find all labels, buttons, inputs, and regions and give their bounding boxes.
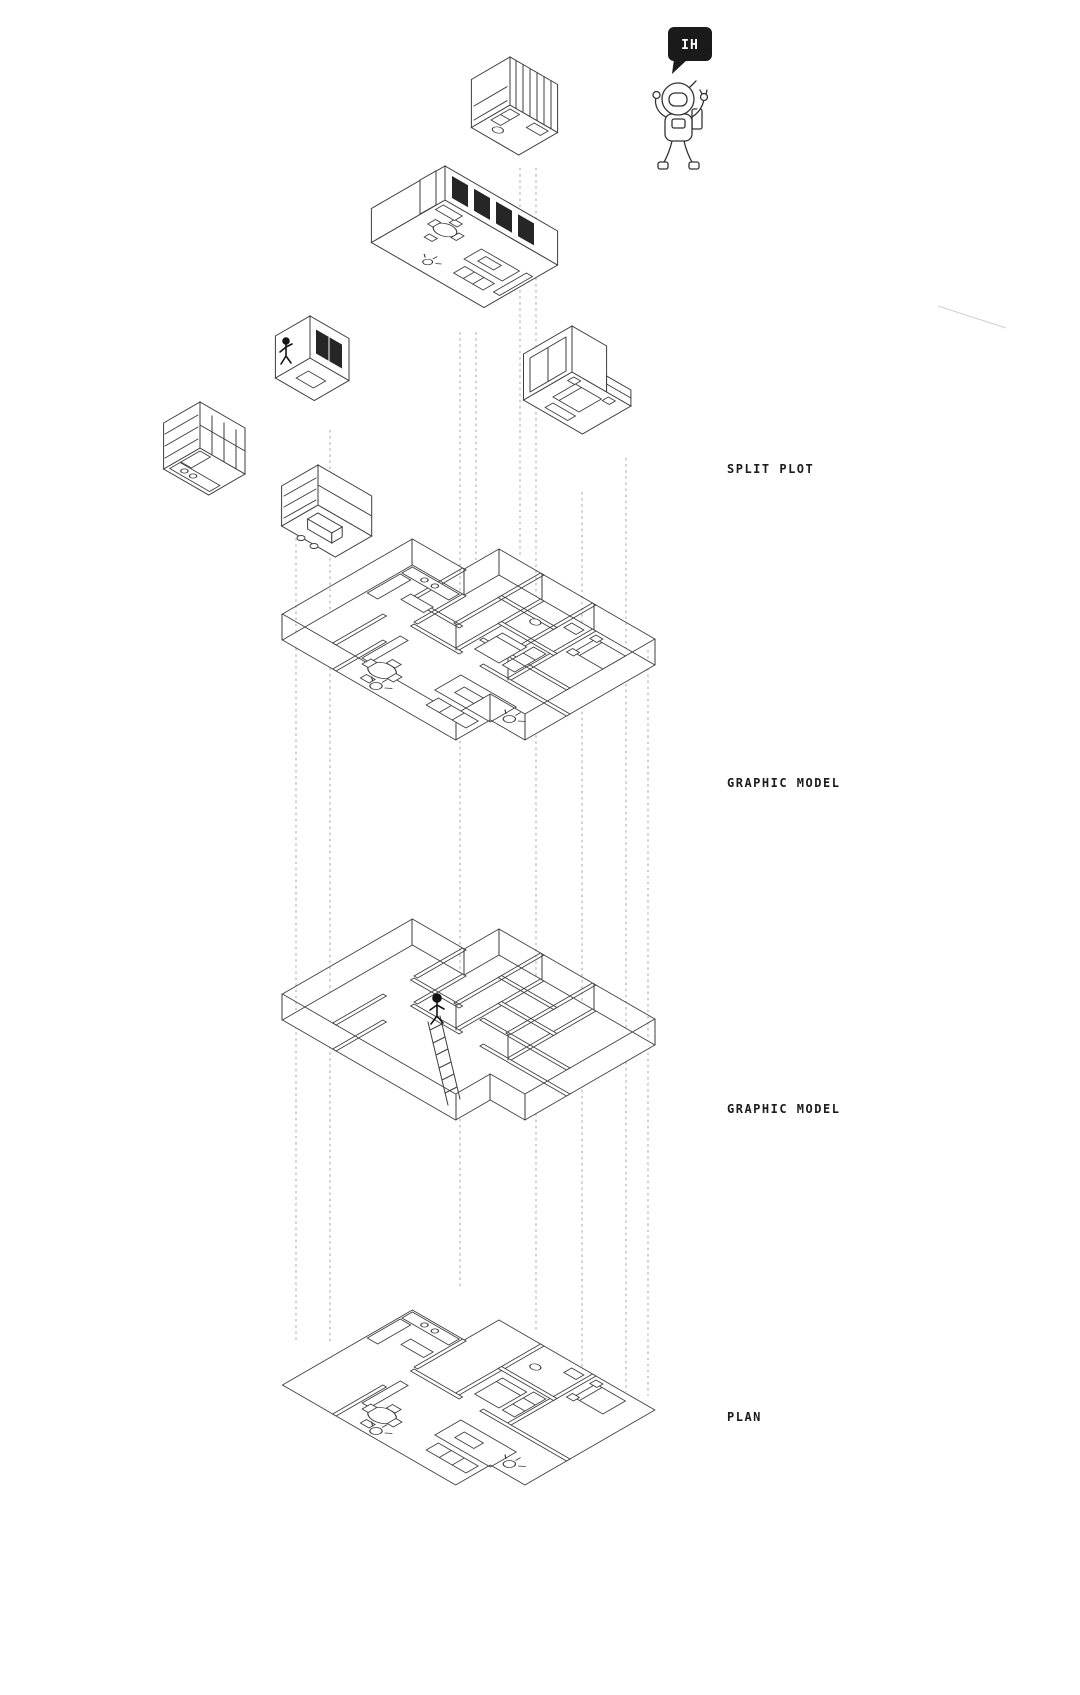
split-plot-label: SPLIT PLOT (727, 462, 815, 476)
ladder-person-figure (429, 993, 445, 1025)
wall-vertical-edges (281, 538, 656, 741)
speech-bubble-text: IH (681, 38, 699, 53)
split-fragment-bathroom (470, 56, 559, 156)
window-band (452, 176, 534, 246)
wall-vertical-edges (281, 918, 656, 1121)
speech-bubble: IH (668, 27, 712, 74)
split-fragment-kitchen-island (280, 464, 373, 558)
graphic-model-lower-label: GRAPHIC MODEL (727, 1102, 841, 1116)
plan-label: PLAN (727, 1410, 762, 1424)
graphic-model-structural-drawing (281, 898, 656, 1141)
climbing-person-figure (279, 337, 293, 365)
floor-plan-drawing (281, 1289, 656, 1506)
ladder (427, 1015, 461, 1106)
split-fragment-stair-room (274, 315, 351, 402)
astronaut-illustration: IH (652, 27, 712, 170)
split-fragment-bedroom (522, 325, 632, 435)
shower-screen-hatch (515, 60, 552, 130)
split-fragment-living-dining (370, 165, 559, 309)
graphic-model-furnished-drawing (281, 518, 656, 761)
graphic-model-upper-label: GRAPHIC MODEL (727, 776, 841, 790)
stray-mark (937, 305, 1007, 329)
split-fragment-kitchen-counter (162, 401, 246, 496)
